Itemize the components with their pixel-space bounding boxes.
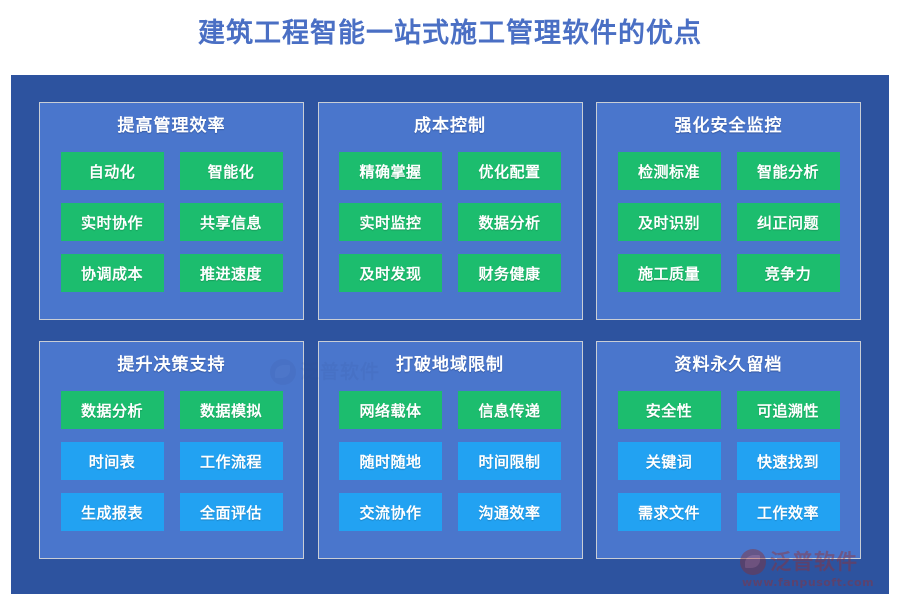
tag-item[interactable]: 智能化 xyxy=(179,152,283,190)
tag-item[interactable]: 及时识别 xyxy=(617,203,721,241)
tag-item[interactable]: 工作流程 xyxy=(179,442,283,480)
tag-item[interactable]: 施工质量 xyxy=(617,254,721,292)
tag-grid: 精确掌握优化配置实时监控数据分析及时发现财务健康 xyxy=(339,152,561,292)
tag-item[interactable]: 网络载体 xyxy=(339,391,442,429)
tag-item[interactable]: 及时发现 xyxy=(339,254,442,292)
tag-item[interactable]: 实时协作 xyxy=(60,203,164,241)
tag-item[interactable]: 纠正问题 xyxy=(736,203,840,241)
panel-title: 成本控制 xyxy=(414,116,486,136)
tag-item[interactable]: 快速找到 xyxy=(736,442,840,480)
brand-logo[interactable]: 泛普软件 www.fanpusoft.com xyxy=(740,546,886,592)
tag-item[interactable]: 随时随地 xyxy=(339,442,442,480)
panel-1: 提高管理效率自动化智能化实时协作共享信息协调成本推进速度 xyxy=(39,102,304,320)
tag-item[interactable]: 交流协作 xyxy=(339,493,442,531)
panel-title: 提高管理效率 xyxy=(117,116,226,136)
tag-item[interactable]: 生成报表 xyxy=(60,493,164,531)
panel-row-top: 提高管理效率自动化智能化实时协作共享信息协调成本推进速度成本控制精确掌握优化配置… xyxy=(39,102,861,320)
panel-title: 资料永久留档 xyxy=(674,355,783,375)
tag-item[interactable]: 信息传递 xyxy=(458,391,561,429)
brand-logo-top: 泛普软件 xyxy=(740,548,858,576)
tag-item[interactable]: 实时监控 xyxy=(339,203,442,241)
panel-title: 强化安全监控 xyxy=(674,116,783,136)
tag-item[interactable]: 协调成本 xyxy=(60,254,164,292)
tag-item[interactable]: 检测标准 xyxy=(617,152,721,190)
tag-item[interactable]: 精确掌握 xyxy=(339,152,442,190)
tag-item[interactable]: 数据分析 xyxy=(458,203,561,241)
tag-item[interactable]: 关键词 xyxy=(617,442,721,480)
tag-item[interactable]: 自动化 xyxy=(60,152,164,190)
tag-item[interactable]: 智能分析 xyxy=(736,152,840,190)
brand-logo-url: www.fanpusoft.com xyxy=(742,576,875,589)
tag-grid: 数据分析数据模拟时间表工作流程生成报表全面评估 xyxy=(60,391,283,531)
brand-logo-name: 泛普软件 xyxy=(770,550,858,574)
page-title: 建筑工程智能一站式施工管理软件的优点 xyxy=(198,18,702,49)
tag-grid: 网络载体信息传递随时随地时间限制交流协作沟通效率 xyxy=(339,391,561,531)
panel-title: 提升决策支持 xyxy=(117,355,226,375)
tag-item[interactable]: 需求文件 xyxy=(617,493,721,531)
panel-3: 强化安全监控检测标准智能分析及时识别纠正问题施工质量竞争力 xyxy=(596,102,861,320)
tag-item[interactable]: 数据分析 xyxy=(60,391,164,429)
panel-row-bottom: 提升决策支持数据分析数据模拟时间表工作流程生成报表全面评估打破地域限制网络载体信… xyxy=(39,341,861,559)
panel-5: 打破地域限制网络载体信息传递随时随地时间限制交流协作沟通效率 xyxy=(317,341,583,559)
tag-grid: 自动化智能化实时协作共享信息协调成本推进速度 xyxy=(60,152,283,292)
tag-item[interactable]: 全面评估 xyxy=(179,493,283,531)
tag-item[interactable]: 沟通效率 xyxy=(458,493,561,531)
tag-item[interactable]: 时间限制 xyxy=(458,442,561,480)
panel-6: 资料永久留档安全性可追溯性关键词快速找到需求文件工作效率 xyxy=(596,341,861,559)
panels-board: 提高管理效率自动化智能化实时协作共享信息协调成本推进速度成本控制精确掌握优化配置… xyxy=(11,75,889,594)
tag-item[interactable]: 竞争力 xyxy=(736,254,840,292)
tag-item[interactable]: 可追溯性 xyxy=(736,391,840,429)
panel-2: 成本控制精确掌握优化配置实时监控数据分析及时发现财务健康 xyxy=(317,102,583,320)
tag-item[interactable]: 工作效率 xyxy=(736,493,840,531)
tag-grid: 安全性可追溯性关键词快速找到需求文件工作效率 xyxy=(617,391,840,531)
tag-grid: 检测标准智能分析及时识别纠正问题施工质量竞争力 xyxy=(617,152,840,292)
tag-item[interactable]: 安全性 xyxy=(617,391,721,429)
tag-item[interactable]: 推进速度 xyxy=(179,254,283,292)
tag-item[interactable]: 财务健康 xyxy=(458,254,561,292)
tag-item[interactable]: 共享信息 xyxy=(179,203,283,241)
panel-title: 打破地域限制 xyxy=(396,355,504,375)
tag-item[interactable]: 时间表 xyxy=(60,442,164,480)
tag-item[interactable]: 优化配置 xyxy=(458,152,561,190)
brand-logo-icon xyxy=(740,549,766,575)
panel-4: 提升决策支持数据分析数据模拟时间表工作流程生成报表全面评估 xyxy=(39,341,304,559)
tag-item[interactable]: 数据模拟 xyxy=(179,391,283,429)
